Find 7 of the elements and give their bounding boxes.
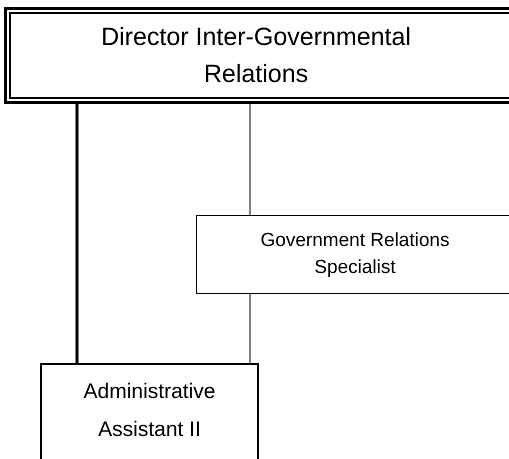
job-title: Government Relations Specialist <box>259 228 451 280</box>
position-box <box>196 215 509 294</box>
position-box <box>40 363 259 459</box>
director-box <box>4 7 509 104</box>
connector-line <box>76 104 78 363</box>
job-title: Director Inter-Governmental Relations <box>100 22 412 90</box>
job-title: Administrative Assistant II <box>82 379 216 443</box>
